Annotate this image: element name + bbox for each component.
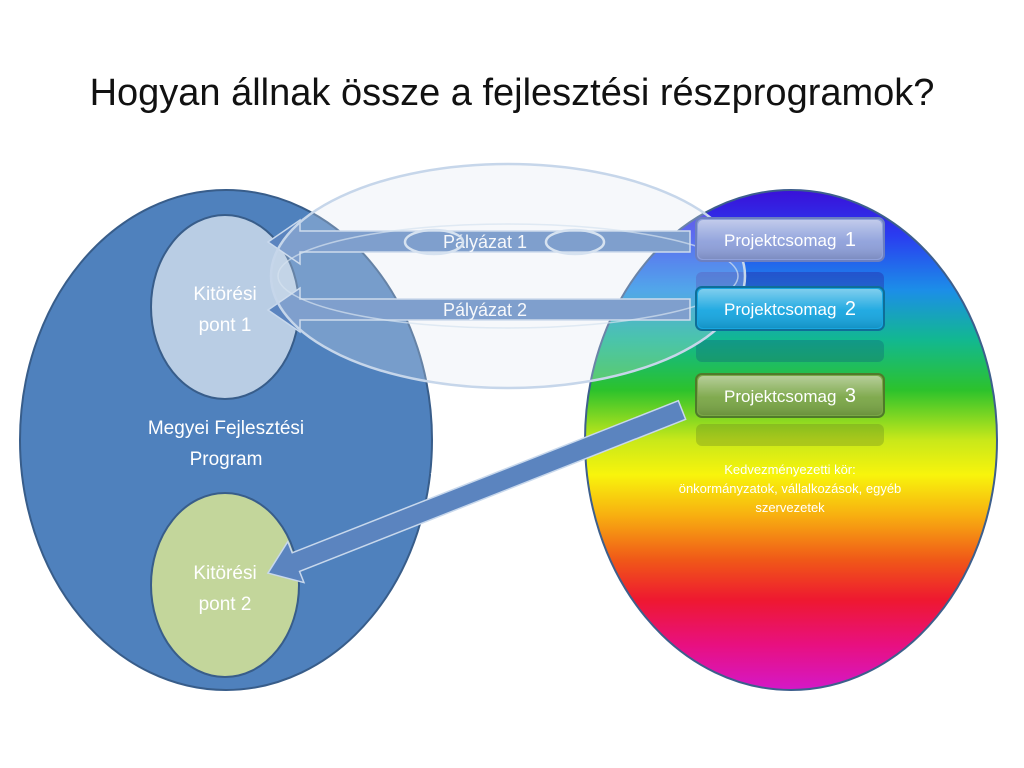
projektcsomag-3-number: 3 <box>845 385 856 407</box>
kitoresi-pont-2-line1: Kitörési <box>193 563 256 584</box>
small-oval-left <box>403 228 465 256</box>
projektcsomag-1-number: 1 <box>845 229 856 251</box>
overlay-oval <box>269 162 747 390</box>
svg-text:Projektcsomag 1: Projektcsomag 1 <box>724 229 856 251</box>
overlay-oval-inner <box>277 223 739 329</box>
kitoresi-pont-2-line2: pont 2 <box>199 594 252 615</box>
projektcsomag-3: Projektcsomag 3 <box>695 373 885 418</box>
kitoresi-pont-1-line2: pont 1 <box>199 315 252 336</box>
kitoresi-pont-1: Kitörési pont 1 <box>150 214 300 400</box>
projektcsomag-2-label: Projektcsomag <box>724 300 836 319</box>
projektcsomag-2: Projektcsomag 2 <box>695 286 885 331</box>
svg-text:Projektcsomag 2: Projektcsomag 2 <box>724 298 856 320</box>
palyazat-2-label: Pályázat 2 <box>443 300 527 320</box>
projektcsomag-2-number: 2 <box>845 298 856 320</box>
projektcsomag-1-label: Projektcsomag <box>724 231 836 250</box>
beneficiary-line1: Kedvezményezetti kör: <box>724 462 856 477</box>
kitoresi-pont-1-line1: Kitörési <box>193 284 256 305</box>
projektcsomag-3-label: Projektcsomag <box>724 387 836 406</box>
beneficiary-line3: szervezetek <box>755 500 825 515</box>
palyazat-2-arrow: Pályázat 2 <box>266 286 691 334</box>
slide-title: Hogyan állnak össze a fejlesztési részpr… <box>89 72 935 114</box>
beneficiary-line2: önkormányzatok, vállalkozások, egyéb <box>679 481 902 496</box>
svg-text:Projektcsomag 3: Projektcsomag 3 <box>724 385 856 407</box>
projektcsomag-1: Projektcsomag 1 <box>695 217 885 262</box>
kitoresi-pont-2-shape <box>150 492 300 678</box>
palyazat-1-label: Pályázat 1 <box>443 232 527 252</box>
palyazat-2-arrow-shape <box>266 286 691 334</box>
palyazat-3-arrow-shape <box>266 399 687 584</box>
palyazat-3-arrow <box>266 399 687 584</box>
program-label-line2: Program <box>190 449 263 470</box>
kitoresi-pont-2: Kitörési pont 2 <box>150 492 300 678</box>
program-label-line1: Megyei Fejlesztési <box>148 418 304 439</box>
small-oval-right <box>544 228 606 256</box>
